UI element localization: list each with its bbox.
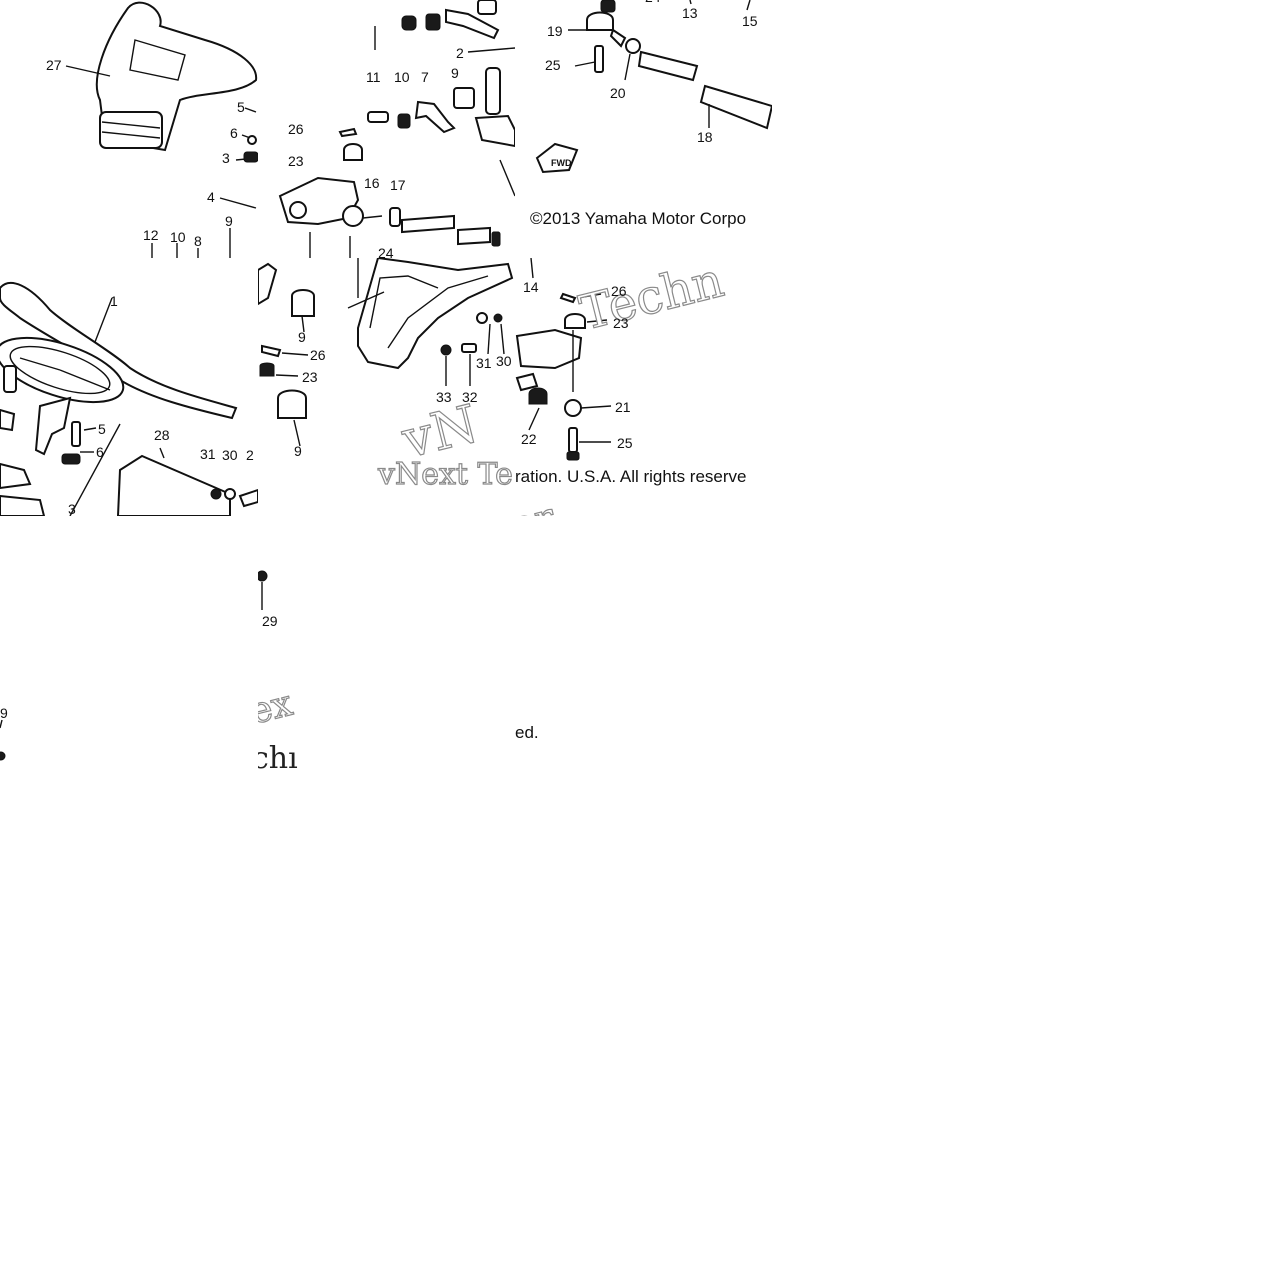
lower-middle-drawing: 29 ex chı	[258, 570, 298, 776]
column-drawing: 2 11 10 7 9 26 23 16 17 24	[278, 0, 515, 258]
callout-1: 1	[110, 293, 118, 309]
callout-26: 26	[288, 121, 304, 137]
callout-5: 5	[237, 99, 245, 115]
callout-15: 15	[742, 13, 758, 29]
hood-drawing: 27 5 6 3 4 12 10 8 9	[46, 1, 258, 258]
callout-4: 4	[207, 189, 215, 205]
callout-17: 17	[390, 177, 406, 193]
diagram-tile-column: 2 11 10 7 9 26 23 16 17 24	[258, 0, 515, 258]
callout-2: 2	[456, 45, 464, 61]
callout-31b: 31	[476, 355, 492, 371]
callout-18: 18	[697, 129, 713, 145]
callout-28: 28	[154, 427, 170, 443]
callout-16: 16	[364, 175, 380, 191]
callout-20: 20	[610, 85, 626, 101]
wheel-drawing: 1 5 6 3 28 31 30 2	[0, 282, 258, 516]
callout-9: 9	[225, 213, 233, 229]
diagram-tile-wheel: 1 5 6 3 28 31 30 2	[0, 258, 258, 516]
copyright-line1: ©2013 Yamaha Motor Corpo	[530, 209, 746, 228]
callout-25b: 25	[617, 435, 633, 451]
diagram-tile-rodend: Techn or ration. U.S.A. All rights reser…	[515, 258, 772, 516]
callout-29: 29	[262, 613, 278, 629]
callout-8: 8	[194, 233, 202, 249]
callout-23c: 23	[613, 315, 629, 331]
tierod-drawing: FWD ©2013 Yamaha Motor Corpo 24 13 15 19…	[530, 0, 772, 228]
callout-6: 6	[230, 125, 238, 141]
callout-6b: 6	[96, 444, 104, 460]
callout-19: 19	[547, 23, 563, 39]
bracket-drawing: vNext Te vN 9 26 23 9 33 32 31 30	[258, 258, 514, 493]
callout-9c: 9	[298, 329, 306, 345]
watermark-b: Techn	[574, 258, 729, 342]
callout-2b: 2	[246, 447, 254, 463]
copyright-tail-tile: ed.	[515, 716, 555, 746]
callout-26c: 26	[611, 283, 627, 299]
callout-12: 12	[143, 227, 159, 243]
diagram-tile-lower-left: 9	[0, 700, 20, 770]
callout-30: 30	[222, 447, 238, 463]
callout-24b: 24	[645, 0, 661, 5]
callout-27: 27	[46, 57, 62, 73]
callout-21: 21	[615, 399, 631, 415]
watermark-a: vNext Te	[377, 457, 513, 492]
copyright-line2: ration. U.S.A. All rights reserve	[515, 467, 746, 486]
callout-7: 7	[421, 69, 429, 85]
callout-24: 24	[378, 245, 394, 258]
diagram-tile-hood: 27 5 6 3 4 12 10 8 9	[0, 0, 258, 258]
callout-30b: 30	[496, 353, 512, 369]
callout-25: 25	[545, 57, 561, 73]
callout-33: 33	[436, 389, 452, 405]
callout-10: 10	[170, 229, 186, 245]
watermark-e: ex	[258, 683, 297, 733]
callout-31: 31	[200, 446, 216, 462]
callout-22: 22	[521, 431, 537, 447]
diagram-tile-lower-middle: 29 ex chı	[258, 516, 308, 776]
rodend-drawing: Techn or ration. U.S.A. All rights reser…	[515, 258, 746, 516]
watermark-f: chı	[258, 741, 298, 776]
copyright-tail: ed.	[515, 723, 539, 742]
callout-9e: 9	[0, 705, 8, 721]
diagram-tile-tierod: FWD ©2013 Yamaha Motor Corpo 24 13 15 19…	[515, 0, 772, 258]
fwd-mark: FWD	[551, 158, 572, 168]
callout-14: 14	[523, 279, 539, 295]
callout-3: 3	[222, 150, 230, 166]
callout-3b: 3	[68, 501, 76, 516]
callout-9b: 9	[451, 65, 459, 81]
callout-13: 13	[682, 5, 698, 21]
callout-11: 11	[366, 69, 381, 85]
callout-32: 32	[462, 389, 478, 405]
callout-5b: 5	[98, 421, 106, 437]
callout-23: 23	[288, 153, 304, 169]
callout-10b: 10	[394, 69, 410, 85]
copyright-tail-svg: ed.	[515, 723, 539, 742]
diagram-tile-bracket: vNext Te vN 9 26 23 9 33 32 31 30	[258, 258, 515, 516]
watermark-d: or	[515, 494, 560, 516]
lower-left-drawing: 9	[0, 705, 8, 761]
callout-26b: 26	[310, 347, 326, 363]
callout-9d: 9	[294, 443, 302, 459]
callout-23b: 23	[302, 369, 318, 385]
